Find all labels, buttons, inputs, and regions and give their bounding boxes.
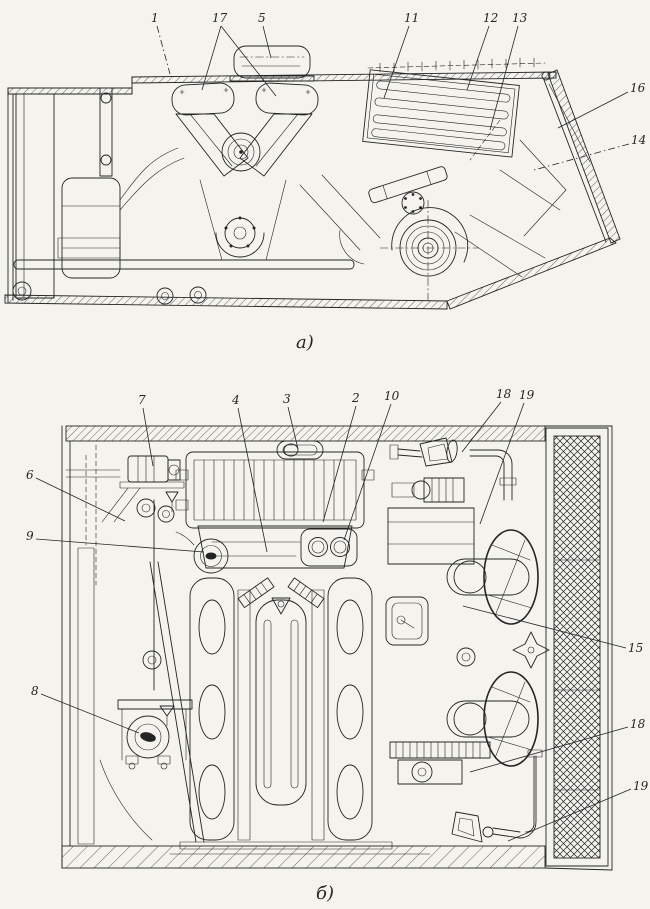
view-a-radiator — [362, 69, 520, 158]
view-b-mesh-grille — [545, 427, 609, 867]
callout-7: 7 — [138, 393, 154, 467]
callout-10-label: 10 — [384, 389, 400, 403]
view-b-caption: б) — [316, 883, 334, 904]
callout-11: 11 — [383, 11, 419, 99]
callout-19-right: 19 — [507, 779, 649, 842]
callout-4-label: 4 — [231, 393, 240, 407]
view-a-callouts: 1 17 5 11 12 13 — [151, 11, 646, 171]
callout-9-label: 9 — [26, 529, 34, 543]
callout-8: 8 — [31, 684, 140, 734]
callout-16-label: 16 — [630, 81, 646, 95]
callout-4: 4 — [231, 393, 268, 553]
view-b-callouts: 7 4 3 2 10 18 — [26, 387, 649, 842]
callout-2-label: 2 — [351, 391, 360, 405]
callout-11-label: 11 — [404, 11, 419, 25]
view-b-water-manifold — [300, 528, 358, 567]
callout-13: 13 — [489, 11, 528, 131]
valve-cover-bolts — [179, 87, 311, 95]
callout-6: 6 — [26, 468, 126, 522]
callout-18-top: 18 — [461, 387, 512, 453]
callout-16: 16 — [557, 81, 646, 129]
ribbed-block-teeth — [395, 741, 481, 759]
callout-5: 5 — [258, 11, 272, 59]
view-b-engine — [169, 577, 431, 855]
view-b-radiator — [175, 440, 375, 569]
view-a-driveline — [299, 166, 479, 301]
callout-19-top: 19 — [479, 388, 535, 525]
callout-3-label: 3 — [283, 392, 291, 406]
callout-19-right-label: 19 — [633, 779, 649, 793]
view-a-left-equipment — [12, 87, 355, 305]
callout-5-label: 5 — [258, 11, 266, 25]
rear-baffles — [454, 83, 591, 278]
callout-15: 15 — [462, 605, 643, 655]
callout-17: 17 — [201, 11, 277, 97]
callout-1: 1 — [151, 11, 171, 75]
callout-19-top-label: 19 — [519, 388, 535, 402]
callout-18-right: 18 — [469, 717, 646, 773]
view-a-hull — [4, 57, 621, 310]
callout-18-right-label: 18 — [630, 717, 646, 731]
callout-8-label: 8 — [31, 684, 39, 698]
callout-3: 3 — [283, 392, 299, 450]
callout-7-label: 7 — [138, 393, 146, 407]
callout-10: 10 — [343, 389, 400, 541]
callout-1-label: 1 — [151, 11, 159, 25]
louver-deck — [367, 57, 546, 73]
view-a-air-cleaner — [229, 45, 315, 82]
callout-13-label: 13 — [512, 11, 528, 25]
callout-17-label: 17 — [212, 11, 228, 25]
view-b-left-aux — [99, 455, 229, 843]
callout-14: 14 — [533, 133, 646, 171]
radiator-tubes — [203, 459, 345, 521]
callout-18-top-label: 18 — [496, 387, 512, 401]
view-b-right-aux — [385, 437, 550, 843]
view-b: 7 4 3 2 10 18 — [26, 387, 649, 904]
callout-9: 9 — [26, 529, 205, 553]
view-a-engine — [171, 82, 319, 261]
callout-12: 12 — [466, 11, 498, 91]
callout-15-label: 15 — [628, 641, 643, 655]
callout-2: 2 — [322, 391, 360, 523]
view-b-hull — [61, 425, 613, 871]
view-a: 1 17 5 11 12 13 — [4, 11, 646, 353]
callout-6-label: 6 — [26, 468, 34, 482]
callout-12-label: 12 — [483, 11, 498, 25]
callout-14-label: 14 — [631, 133, 646, 147]
view-a-caption: а) — [296, 332, 314, 353]
